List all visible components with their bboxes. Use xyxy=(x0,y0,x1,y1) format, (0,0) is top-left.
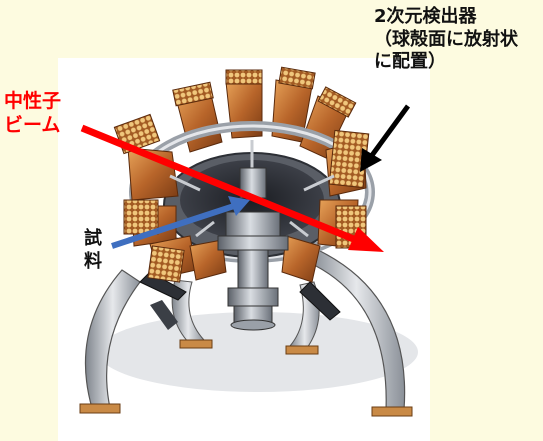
sample-arrow xyxy=(111,196,250,249)
lower-brackets xyxy=(139,271,341,330)
detector-arrow xyxy=(360,104,411,172)
neutron-beam-label-line-1: 中性子 xyxy=(4,90,62,112)
neutron-beam-label: 中性子 ビーム xyxy=(4,90,61,138)
detector-label-line-3: に配置） xyxy=(374,51,446,72)
neutron-beam-label-line-2: ビーム xyxy=(4,113,61,136)
detector-label: 2次元検出器 （球殻面に放射状 に配置） xyxy=(374,6,518,74)
sample-label-line-1: 試 xyxy=(84,228,102,249)
sample-label-line-2: 料 xyxy=(84,250,102,272)
sample-label: 試 料 xyxy=(84,228,102,273)
frame-spokes xyxy=(169,140,335,238)
detector-label-line-2: （球殻面に放射状 xyxy=(374,28,518,50)
detector-label-line-1: 2次元検出器 xyxy=(374,6,477,27)
detector-modules-back xyxy=(172,66,357,159)
central-column xyxy=(217,167,289,331)
neutron-beam-arrow xyxy=(80,124,384,252)
floor-shadow xyxy=(98,312,418,392)
